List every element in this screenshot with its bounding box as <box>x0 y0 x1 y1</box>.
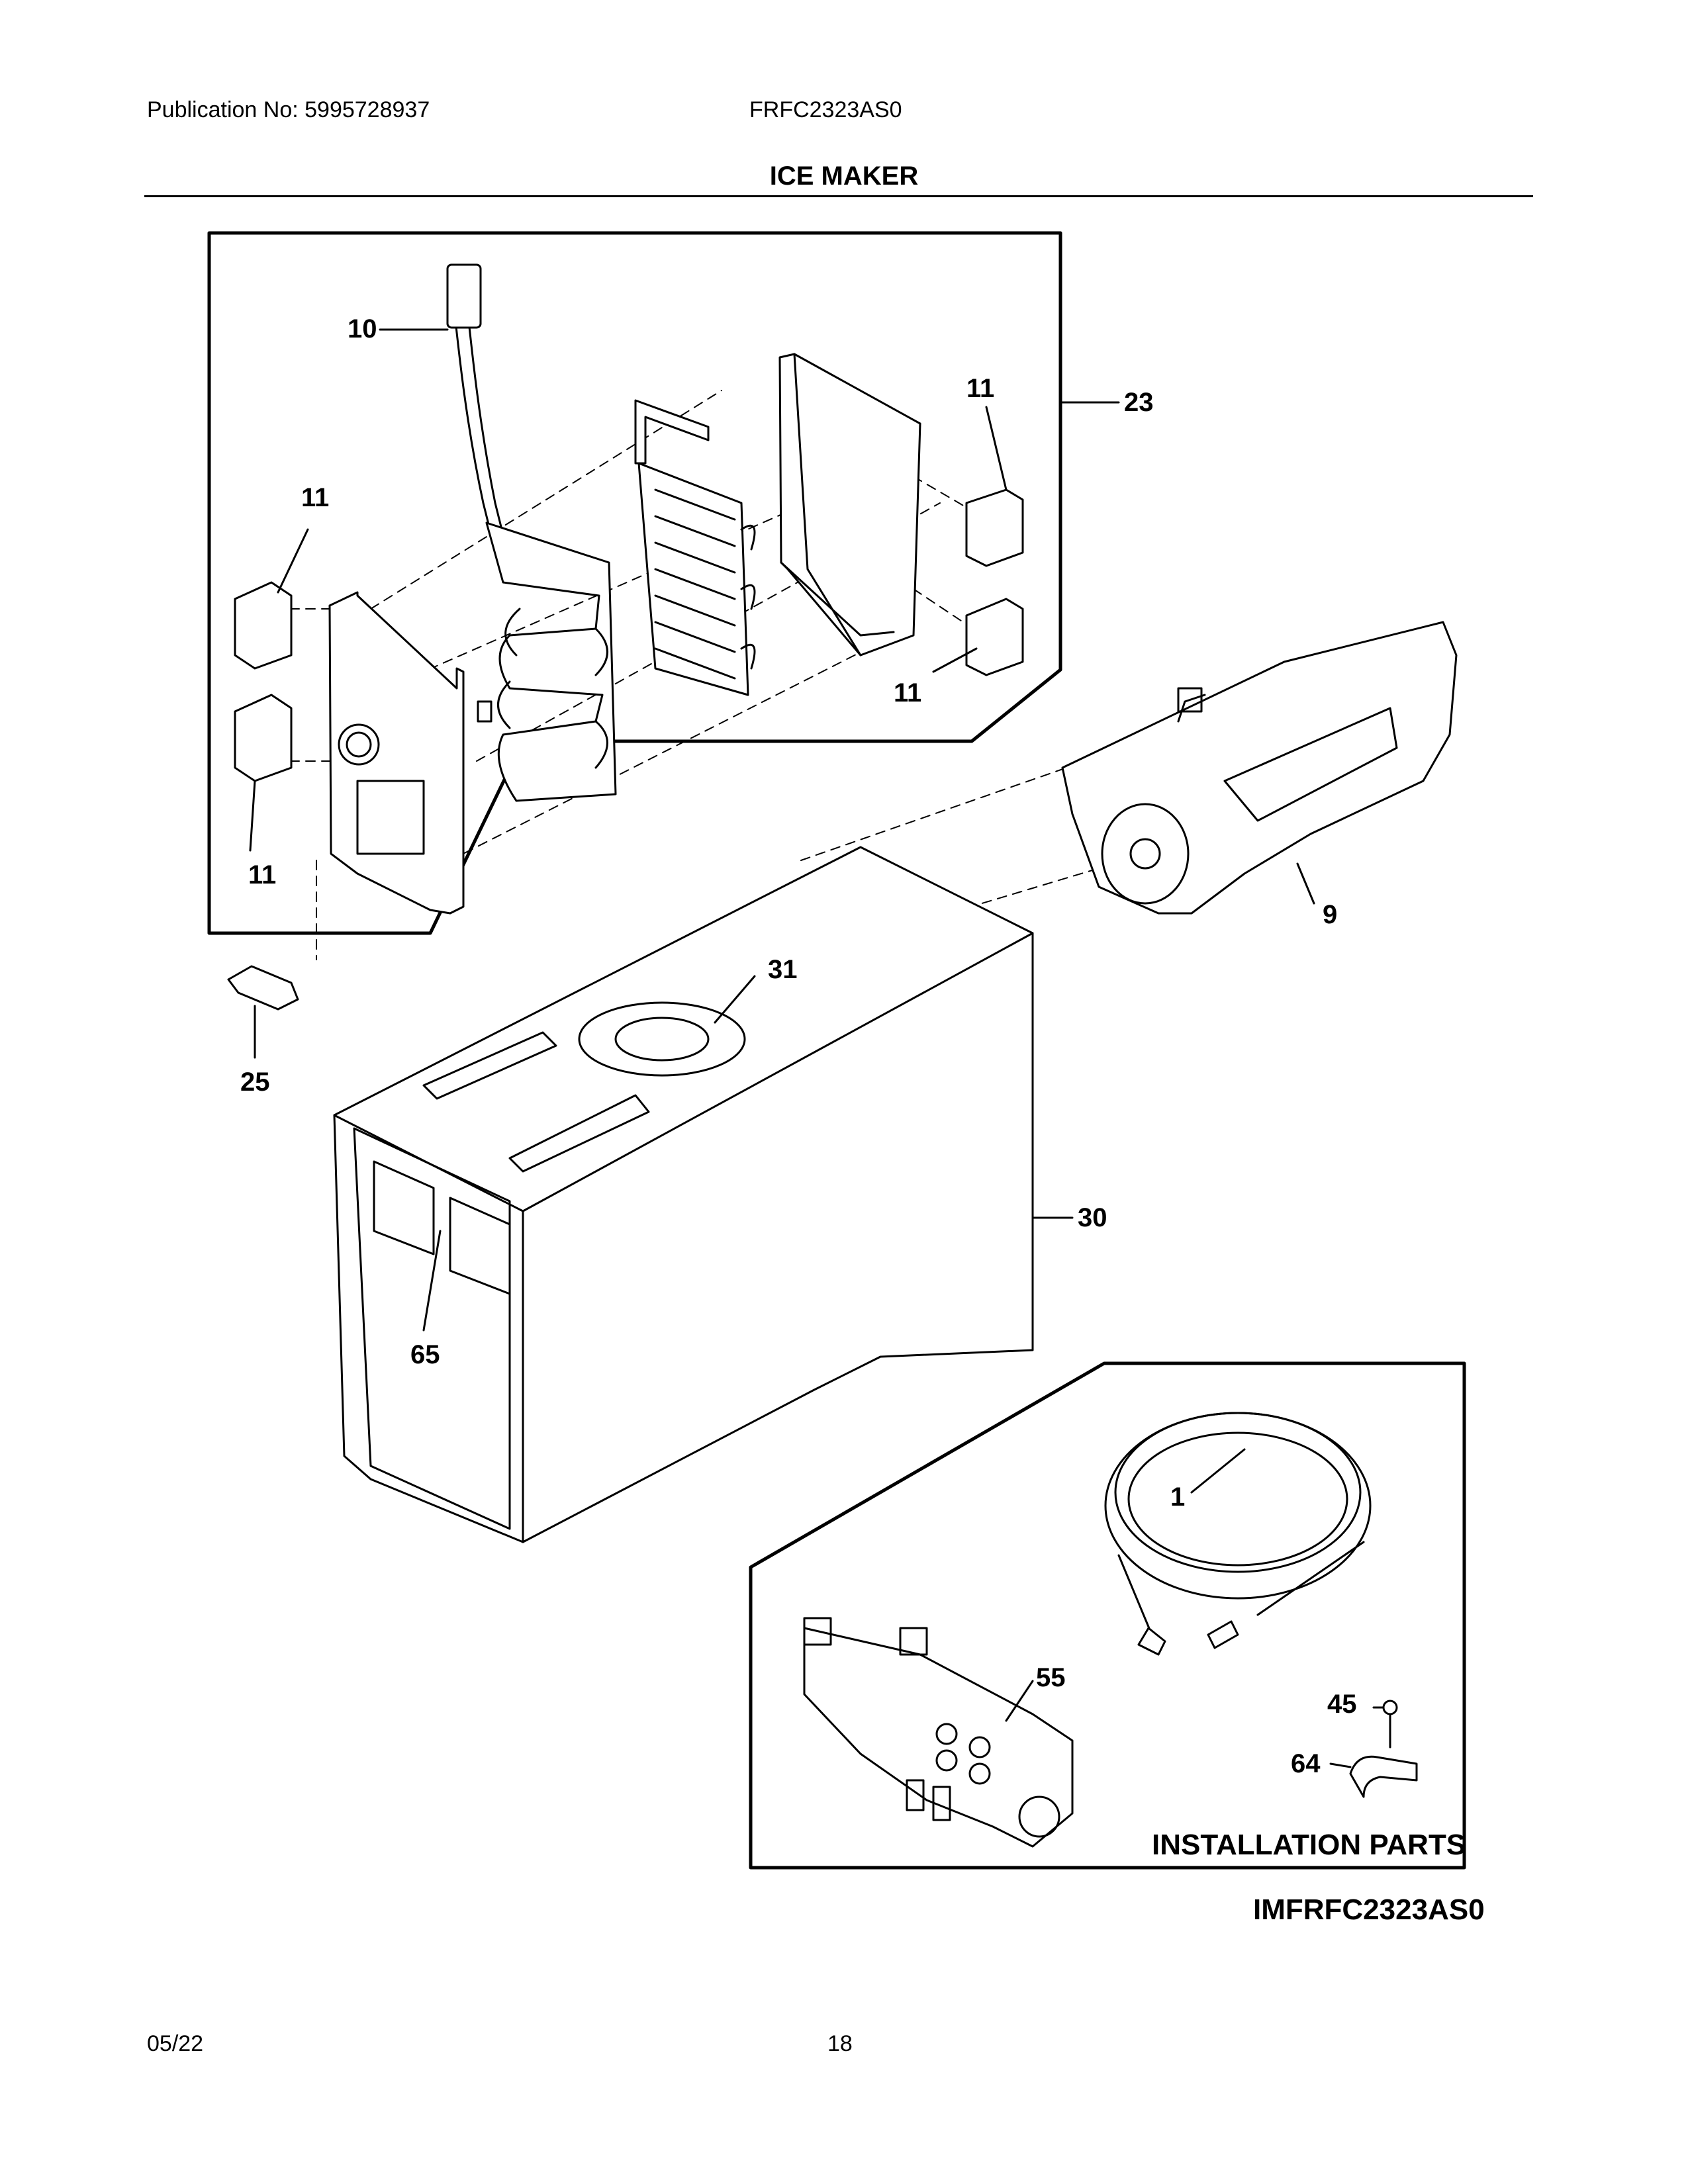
clamp-part <box>1349 1755 1418 1798</box>
water-line-part <box>1104 1412 1372 1656</box>
callout-1: 1 <box>1170 1482 1185 1512</box>
bracket-clip-part <box>227 965 299 1011</box>
water-valve-part <box>803 1617 1074 1848</box>
ice-bin-housing-part <box>333 846 1034 1543</box>
heat-exchanger-part <box>634 399 756 696</box>
callout-25: 25 <box>240 1068 270 1097</box>
callout-9: 9 <box>1323 900 1337 929</box>
clip-parts <box>234 488 1024 782</box>
section-title: ICE MAKER <box>769 161 919 191</box>
callout-65: 65 <box>410 1340 440 1369</box>
callout-10: 10 <box>348 314 377 343</box>
installation-parts-box <box>749 1361 1466 1870</box>
callout-31: 31 <box>768 955 798 984</box>
evaporator-cover-part <box>328 591 465 915</box>
callout-30: 30 <box>1078 1203 1107 1232</box>
publication-number: Publication No: 5995728937 <box>147 97 430 122</box>
callout-55: 55 <box>1036 1663 1066 1692</box>
callout-11-left-lower: 11 <box>248 860 276 889</box>
ice-maker-part <box>1061 621 1458 915</box>
callout-64: 64 <box>1291 1749 1321 1778</box>
callout-11-top-right: 11 <box>966 374 994 403</box>
callout-11-left-upper: 11 <box>301 483 329 512</box>
evaporator-coil-part <box>446 263 617 802</box>
callout-45: 45 <box>1327 1690 1357 1719</box>
callout-11-bottom-right: 11 <box>894 678 921 707</box>
header-rule <box>144 195 1533 197</box>
evaporator-assembly-box <box>207 231 1062 935</box>
duct-housing-part <box>778 353 921 657</box>
page-number: 18 <box>827 2031 853 2056</box>
model-number: FRFC2323AS0 <box>749 97 902 122</box>
installation-parts-label: INSTALLATION PARTS <box>1152 1829 1466 1861</box>
diagram-id: IMFRFC2323AS0 <box>1253 1893 1485 1926</box>
callout-23: 23 <box>1124 388 1154 417</box>
leader-lines <box>249 328 1385 1768</box>
screw-part <box>1382 1700 1398 1749</box>
footer-date: 05/22 <box>147 2031 204 2056</box>
